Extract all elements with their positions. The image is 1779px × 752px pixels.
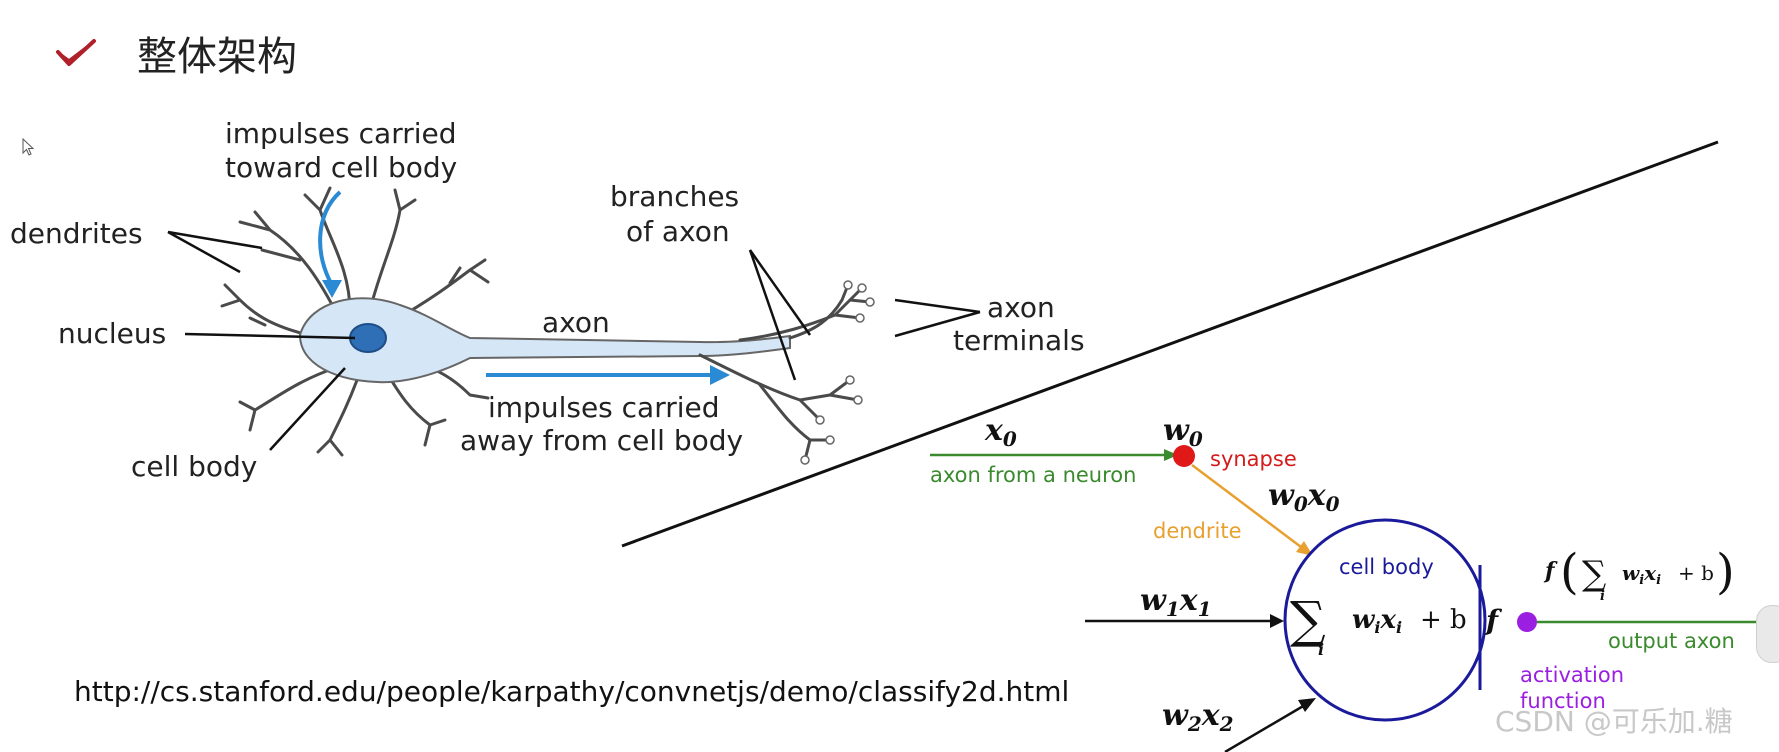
activation-dot	[1517, 612, 1537, 632]
label-synapse: synapse	[1210, 447, 1297, 471]
output-sum-symbol: ∑	[1582, 554, 1606, 594]
output-term: wixi	[1622, 561, 1661, 588]
impulse-arrows	[318, 190, 730, 385]
label-impulses-in-2: toward cell body	[225, 151, 457, 184]
watermark: CSDN @可乐加.糖	[1495, 705, 1733, 738]
sum-index: i	[1318, 640, 1324, 659]
label-branches-2: of axon	[626, 215, 730, 248]
label-axon: axon	[542, 306, 610, 339]
output-plus-b: + b	[1678, 561, 1714, 585]
cell-body-shape	[298, 297, 791, 384]
mathematical-model: x0 w0 synapse axon from a neuron w0x0 de…	[930, 413, 1775, 752]
sum-term: wixi	[1352, 605, 1402, 637]
check-mark-icon	[56, 39, 96, 66]
label-branches-1: branches	[610, 180, 739, 213]
input-w2-line	[1224, 703, 1306, 752]
biological-neuron	[220, 186, 875, 465]
slide-title: 整体架构	[137, 34, 297, 80]
output-paren-right: )	[1716, 544, 1735, 600]
label-activation-1: activation	[1520, 663, 1624, 687]
side-scroll-button[interactable]	[1756, 605, 1779, 663]
label-impulses-out-2: away from cell body	[460, 424, 743, 457]
output-sum-index: i	[1600, 589, 1605, 604]
sum-plus-b: + b	[1420, 605, 1467, 635]
source-url[interactable]: http://cs.stanford.edu/people/karpathy/c…	[74, 675, 1070, 708]
label-dendrites: dendrites	[10, 217, 143, 250]
separator-line	[621, 140, 1719, 548]
label-terminals-2: terminals	[953, 324, 1085, 357]
label-cell-body-model: cell body	[1339, 555, 1434, 579]
label-output-axon: output axon	[1608, 629, 1735, 653]
pointer-lines	[167, 230, 981, 451]
terminal-bulbs	[800, 280, 875, 465]
neuron-labels: impulses carried toward cell body dendri…	[10, 117, 1085, 483]
nucleus-shape	[349, 323, 387, 353]
dendrite-line	[1191, 464, 1306, 551]
synapse-dot	[1173, 445, 1195, 467]
label-dendrite: dendrite	[1153, 519, 1242, 543]
label-impulses-in-1: impulses carried	[225, 117, 457, 150]
output-paren-left: (	[1560, 544, 1579, 600]
label-nucleus: nucleus	[58, 317, 166, 350]
mouse-cursor-icon	[22, 138, 35, 156]
label-activation-2: function	[1520, 689, 1606, 713]
label-impulses-out-1: impulses carried	[488, 391, 720, 424]
activation-f: f	[1484, 604, 1503, 637]
cell-body-circle	[1283, 518, 1487, 722]
label-axon-from: axon from a neuron	[930, 463, 1136, 487]
output-expression: f ( ∑ i wixi + b )	[1543, 544, 1735, 604]
output-f: f	[1543, 558, 1558, 584]
label-cell-body: cell body	[131, 450, 257, 483]
label-w0: w0	[1163, 413, 1203, 451]
label-x0: x0	[984, 413, 1017, 451]
label-w1x1: w1x1	[1140, 583, 1212, 621]
label-terminals-1: axon	[987, 291, 1055, 324]
label-w0x0: w0x0	[1268, 478, 1340, 516]
slide-header: 整体架构	[55, 18, 297, 88]
label-w2x2: w2x2	[1162, 698, 1234, 736]
sum-symbol: ∑	[1290, 591, 1326, 649]
